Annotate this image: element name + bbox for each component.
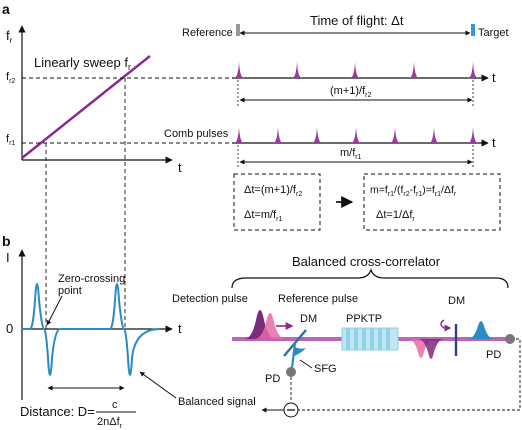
- pulse-top-5: [468, 62, 478, 78]
- t-axis-label: t: [178, 160, 182, 175]
- sweep-plot: fr t Linearly sweep fr fr2 fr1: [6, 25, 232, 330]
- pd-right-label: PD: [486, 349, 501, 361]
- t-axis-top-label: t: [492, 70, 496, 85]
- reference-pulse-label: Reference pulse: [278, 293, 358, 305]
- pd-left-label: PD: [265, 373, 280, 385]
- dm-right-label: DM: [448, 295, 465, 307]
- i-axis-label: I: [6, 250, 10, 265]
- balanced-signal-pointer: [139, 371, 177, 399]
- bcc-brace: [231, 268, 509, 289]
- distance-frac-num: c: [112, 399, 118, 411]
- zero-crossing-label-2: point: [58, 285, 82, 297]
- output-pulse-purple: [418, 339, 444, 359]
- t-axis-bottom-label: t: [492, 135, 496, 150]
- fr2-label: fr2: [6, 71, 15, 85]
- sfg-pointer: [299, 359, 313, 369]
- zero-crossing-pointer: [46, 295, 63, 326]
- balanced-signal-label: Balanced signal: [178, 396, 256, 408]
- output-pulse-pink: [408, 339, 434, 358]
- sfg-pulse: [294, 346, 306, 356]
- sfg-pulse-right: [468, 321, 494, 339]
- panel-b-label: b: [2, 233, 11, 249]
- retro-arrow: [440, 319, 452, 332]
- ppktp-label: PPKTP: [346, 313, 382, 325]
- distance-label: Distance: D=: [20, 404, 95, 419]
- pulse-train-top: t (m+1)/fr2: [232, 62, 496, 106]
- eq-right-line2: Δt=1/Δfr: [376, 209, 415, 223]
- pulse-top-3: [350, 62, 360, 78]
- equation-box-right: m=fr1/(fr2-fr1)=fr1/Δfr Δt=1/Δfr: [363, 173, 501, 231]
- f-axis-label: fr: [6, 28, 13, 45]
- zero-label: 0: [6, 321, 13, 336]
- period-bottom-label: m/fr1: [340, 147, 362, 161]
- pulse-top-2: [292, 62, 302, 78]
- eq-right-line1: m=fr1/(fr2-fr1)=fr1/Δfr: [370, 184, 457, 198]
- bcc-title: Balanced cross-correlator: [292, 254, 441, 269]
- sweep-line: [21, 55, 151, 159]
- pd-right-wire: [298, 338, 521, 411]
- equation-box-left: Δt=(m+1)/fr2 Δt=m/fr1: [233, 173, 321, 231]
- photodiode-left: [286, 367, 296, 377]
- detection-pulse: [244, 310, 276, 339]
- sfg-label: SFG: [314, 363, 337, 375]
- eq-left-line1: Δt=(m+1)/fr2: [244, 184, 302, 198]
- pulse-bottom-2: [273, 127, 283, 143]
- sweep-label: Linearly sweep fr: [34, 55, 131, 72]
- pulse-bottom-4: [351, 127, 361, 143]
- pulse-top-4: [409, 62, 419, 78]
- pulse-bottom-5: [390, 127, 400, 143]
- reference-pulse: [254, 313, 286, 339]
- cross-correlator: Balanced cross-correlator Detection puls…: [172, 254, 521, 418]
- fr1-label: fr1: [6, 133, 15, 147]
- reference-marker: [236, 24, 240, 36]
- pulse-bottom-7: [468, 127, 478, 143]
- reference-label: Reference: [182, 27, 233, 39]
- balanced-signal-1: [22, 283, 61, 376]
- balanced-signal-plot: I 0 t Zero-crossing point Distance: D= c…: [6, 249, 256, 430]
- panel-a-label: a: [2, 1, 10, 17]
- time-of-flight-label: Time of flight: Δt: [310, 13, 404, 28]
- pulse-top-1: [234, 62, 244, 78]
- zero-crossing-label: Zero-crossing: [58, 273, 125, 285]
- photodiode-right: [505, 334, 515, 344]
- pulse-bottom-3: [312, 127, 322, 143]
- balanced-signal-2: [60, 283, 161, 376]
- comb-pulses-label: Comb pulses: [164, 128, 229, 140]
- ppktp-domains: [346, 328, 390, 350]
- target-marker: [471, 24, 475, 36]
- target-label: Target: [478, 27, 509, 39]
- eq-left-line2: Δt=m/fr1: [244, 209, 282, 223]
- pulse-bottom-1: [234, 127, 244, 143]
- detection-pulse-label: Detection pulse: [172, 293, 248, 305]
- period-top-label: (m+1)/fr2: [330, 85, 371, 99]
- pulse-bottom-6: [429, 127, 439, 143]
- dm-left-label: DM: [300, 313, 317, 325]
- pulse-train-bottom: Comb pulses t m/fr1: [164, 127, 496, 168]
- t-axis-b-label: t: [178, 321, 182, 336]
- distance-frac-den: 2nΔfr: [97, 416, 123, 430]
